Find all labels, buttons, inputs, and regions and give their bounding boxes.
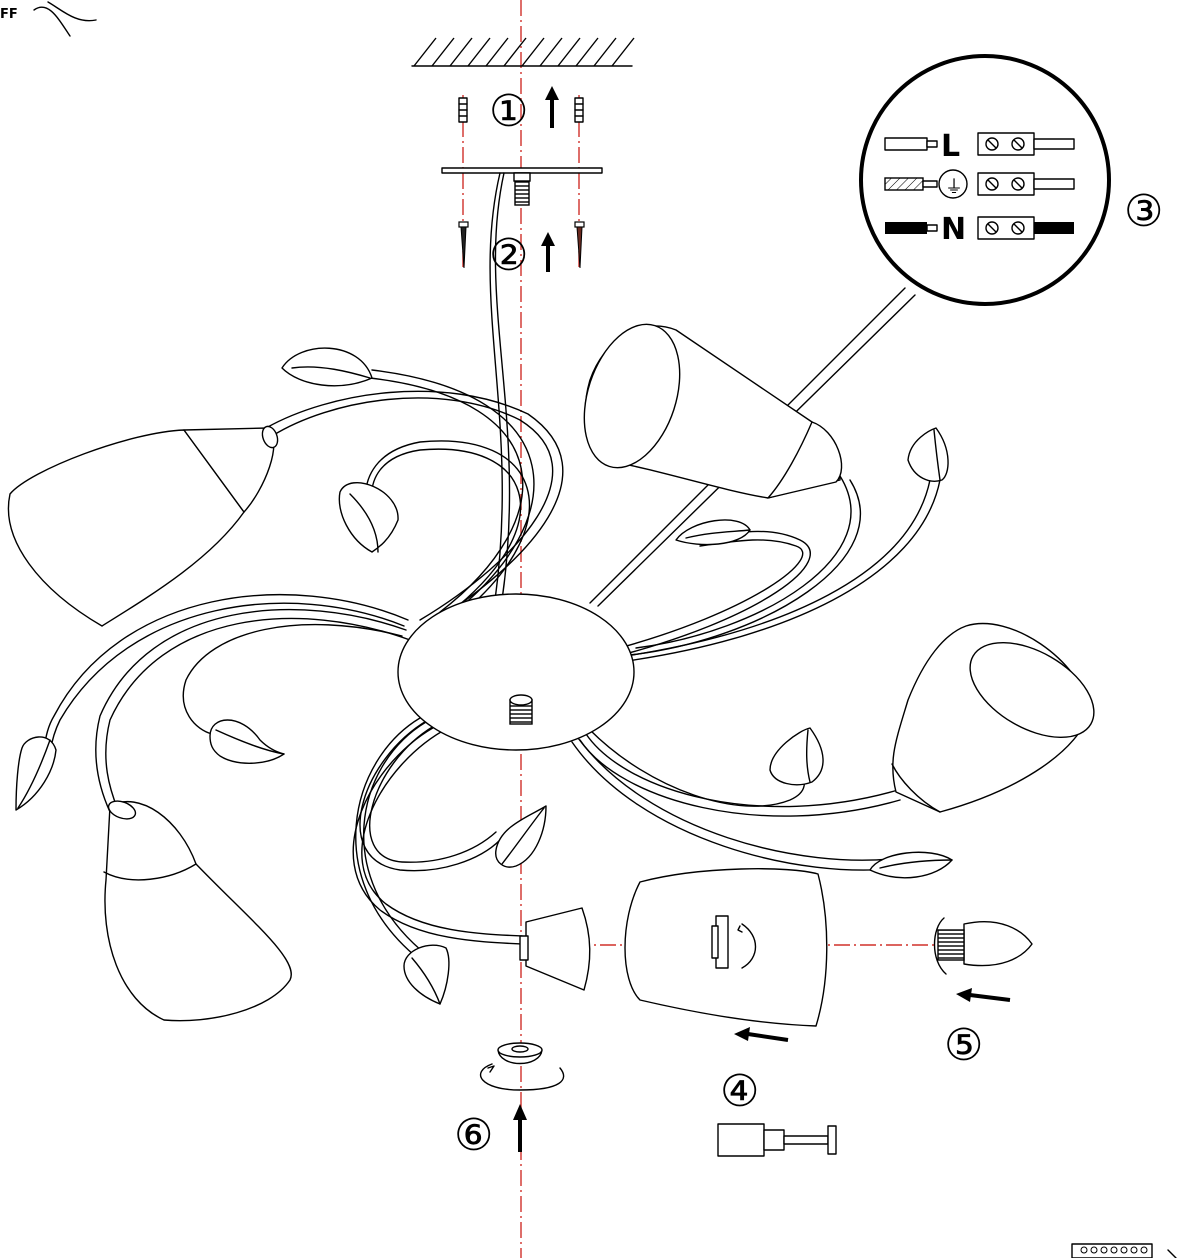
arrow-left-icon [956,988,1011,1002]
corner-scribble [33,1,97,37]
ceiling-canopy [397,593,635,751]
step-6-label: ⑥ [454,1110,493,1161]
corner-thumbnail [1071,1243,1177,1258]
ceiling [411,37,635,67]
finial-cap [480,1042,565,1091]
arrow-left-icon [734,1027,789,1042]
mounting-plate [441,167,603,206]
glass-shade-exploded [624,868,828,1027]
arrow-up-icon [513,1104,527,1152]
wire-label-earth: ⏚ [945,177,963,198]
screw-right [574,221,585,269]
suspension-cable [494,172,511,601]
wiring-detail: L ⏚ N [859,54,1111,306]
wire-label-live: L [941,129,960,164]
lamp-arms [43,369,941,961]
wall-plug-left [458,97,468,123]
step-5-label: ⑤ [944,1020,983,1071]
step-3-label: ③ [1124,186,1163,237]
screw-left [458,221,469,269]
suspension-cable [489,172,503,601]
shade-upper-left [7,425,279,627]
step-1-label: ① [489,86,528,137]
shade-fixing-screw [717,1123,837,1157]
wall-plug-right [574,97,584,123]
wire-label-neutral: N [941,212,966,247]
bulb [933,917,1033,975]
arrow-up-icon [541,232,555,272]
shade-upper-right [583,323,843,499]
step-4-label: ④ [720,1066,759,1117]
corner-text: FF [0,7,18,22]
leaf-decorations [15,347,953,1005]
shade-lower-left [103,800,292,1022]
arrow-up-icon [545,86,559,128]
lamp-holder [519,907,591,991]
shade-right [891,622,1095,813]
